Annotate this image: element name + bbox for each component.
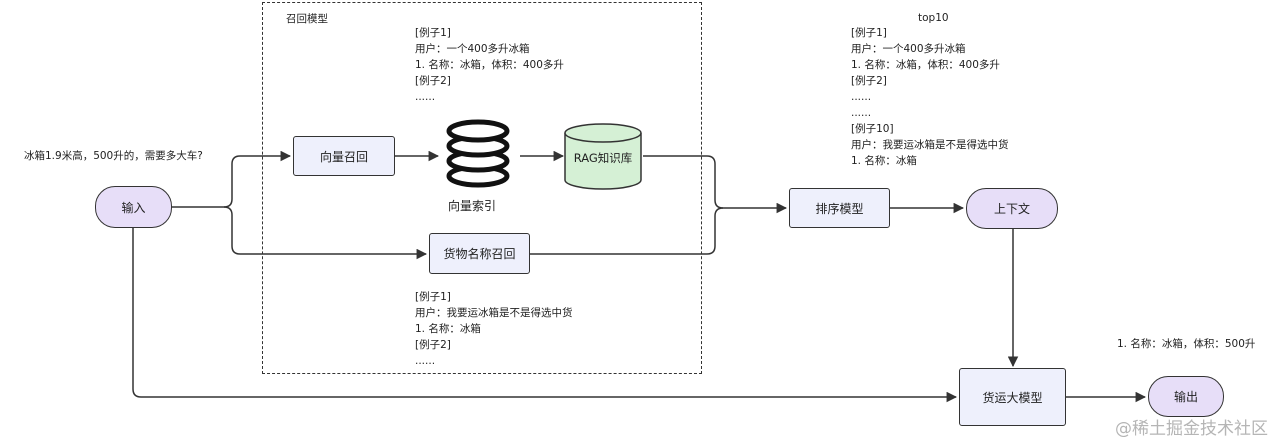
top10-line: ...... xyxy=(851,107,872,119)
top10-line: [例子1] xyxy=(851,27,887,39)
vector-example-line: 用户：一个400多升冰箱 xyxy=(415,43,530,55)
query-text: 冰箱1.9米高，500升的，需要多大车? xyxy=(24,150,203,162)
watermark: @稀土掘金技术社区 xyxy=(1115,419,1268,439)
top10-examples: [例子1] 用户：一个400多升冰箱 1. 名称：冰箱，体积：400多升 [例子… xyxy=(851,25,1009,169)
recall-model-label: 召回模型 xyxy=(286,13,328,25)
top10-line: 1. 名称：冰箱，体积：400多升 xyxy=(851,59,1000,71)
input-node-label: 输入 xyxy=(121,200,146,215)
edge-input-llm xyxy=(132,228,958,403)
vector-example-line: [例子2] xyxy=(415,75,451,87)
freight-llm-label: 货运大模型 xyxy=(982,390,1043,405)
rag-kb-label: RAG知识库 xyxy=(573,151,633,165)
top10-line: 1. 名称：冰箱 xyxy=(851,155,917,167)
top10-line: 用户：一个400多升冰箱 xyxy=(851,43,966,55)
output-result-text: 1. 名称：冰箱，体积：500升 xyxy=(1117,338,1256,350)
vector-recall-label: 向量召回 xyxy=(319,149,368,164)
name-example-line: 1. 名称：冰箱 xyxy=(415,323,481,335)
vector-index-label: 向量索引 xyxy=(448,199,497,213)
context-label: 上下文 xyxy=(993,202,1030,216)
edge-goods-merge xyxy=(530,207,724,255)
vector-recall-node[interactable]: 向量召回 xyxy=(293,136,395,176)
name-example-line: ...... xyxy=(415,355,436,367)
vector-example-line: 1. 名称：冰箱，体积：400多升 xyxy=(415,59,564,71)
name-example-line: [例子1] xyxy=(415,291,451,303)
top10-line: ...... xyxy=(851,91,872,103)
top10-title: top10 xyxy=(918,12,949,24)
top10-line: [例子10] xyxy=(851,123,894,135)
freight-llm-node[interactable]: 货运大模型 xyxy=(959,368,1066,426)
edge-input-branch xyxy=(172,150,292,208)
vector-index-icon xyxy=(446,119,510,188)
input-node[interactable]: 输入 xyxy=(95,186,172,228)
recall-model-boundary xyxy=(262,2,702,374)
output-label: 输出 xyxy=(1173,390,1198,404)
top10-line: [例子2] xyxy=(851,75,887,87)
name-examples: [例子1] 用户：我要运冰箱是不是得选中货 1. 名称：冰箱 [例子2] ...… xyxy=(415,289,573,369)
rank-model-node[interactable]: 排序模型 xyxy=(789,188,890,228)
goods-name-recall-node[interactable]: 货物名称召回 xyxy=(429,233,530,274)
name-example-line: 用户：我要运冰箱是不是得选中货 xyxy=(415,307,573,319)
output-node[interactable]: 输出 xyxy=(1148,376,1224,417)
goods-name-recall-label: 货物名称召回 xyxy=(443,247,516,261)
edge-input-goods xyxy=(223,206,428,260)
context-node[interactable]: 上下文 xyxy=(966,188,1058,229)
top10-line: 用户：我要运冰箱是不是得选中货 xyxy=(851,139,1009,151)
edge-rag-merge xyxy=(643,155,788,214)
rank-model-label: 排序模型 xyxy=(815,201,864,216)
name-example-line: [例子2] xyxy=(415,339,451,351)
vector-example-line: [例子1] xyxy=(415,27,451,39)
database-icon xyxy=(564,123,642,190)
vector-example-line: ...... xyxy=(415,91,436,103)
vector-examples: [例子1] 用户：一个400多升冰箱 1. 名称：冰箱，体积：400多升 [例子… xyxy=(415,25,564,105)
